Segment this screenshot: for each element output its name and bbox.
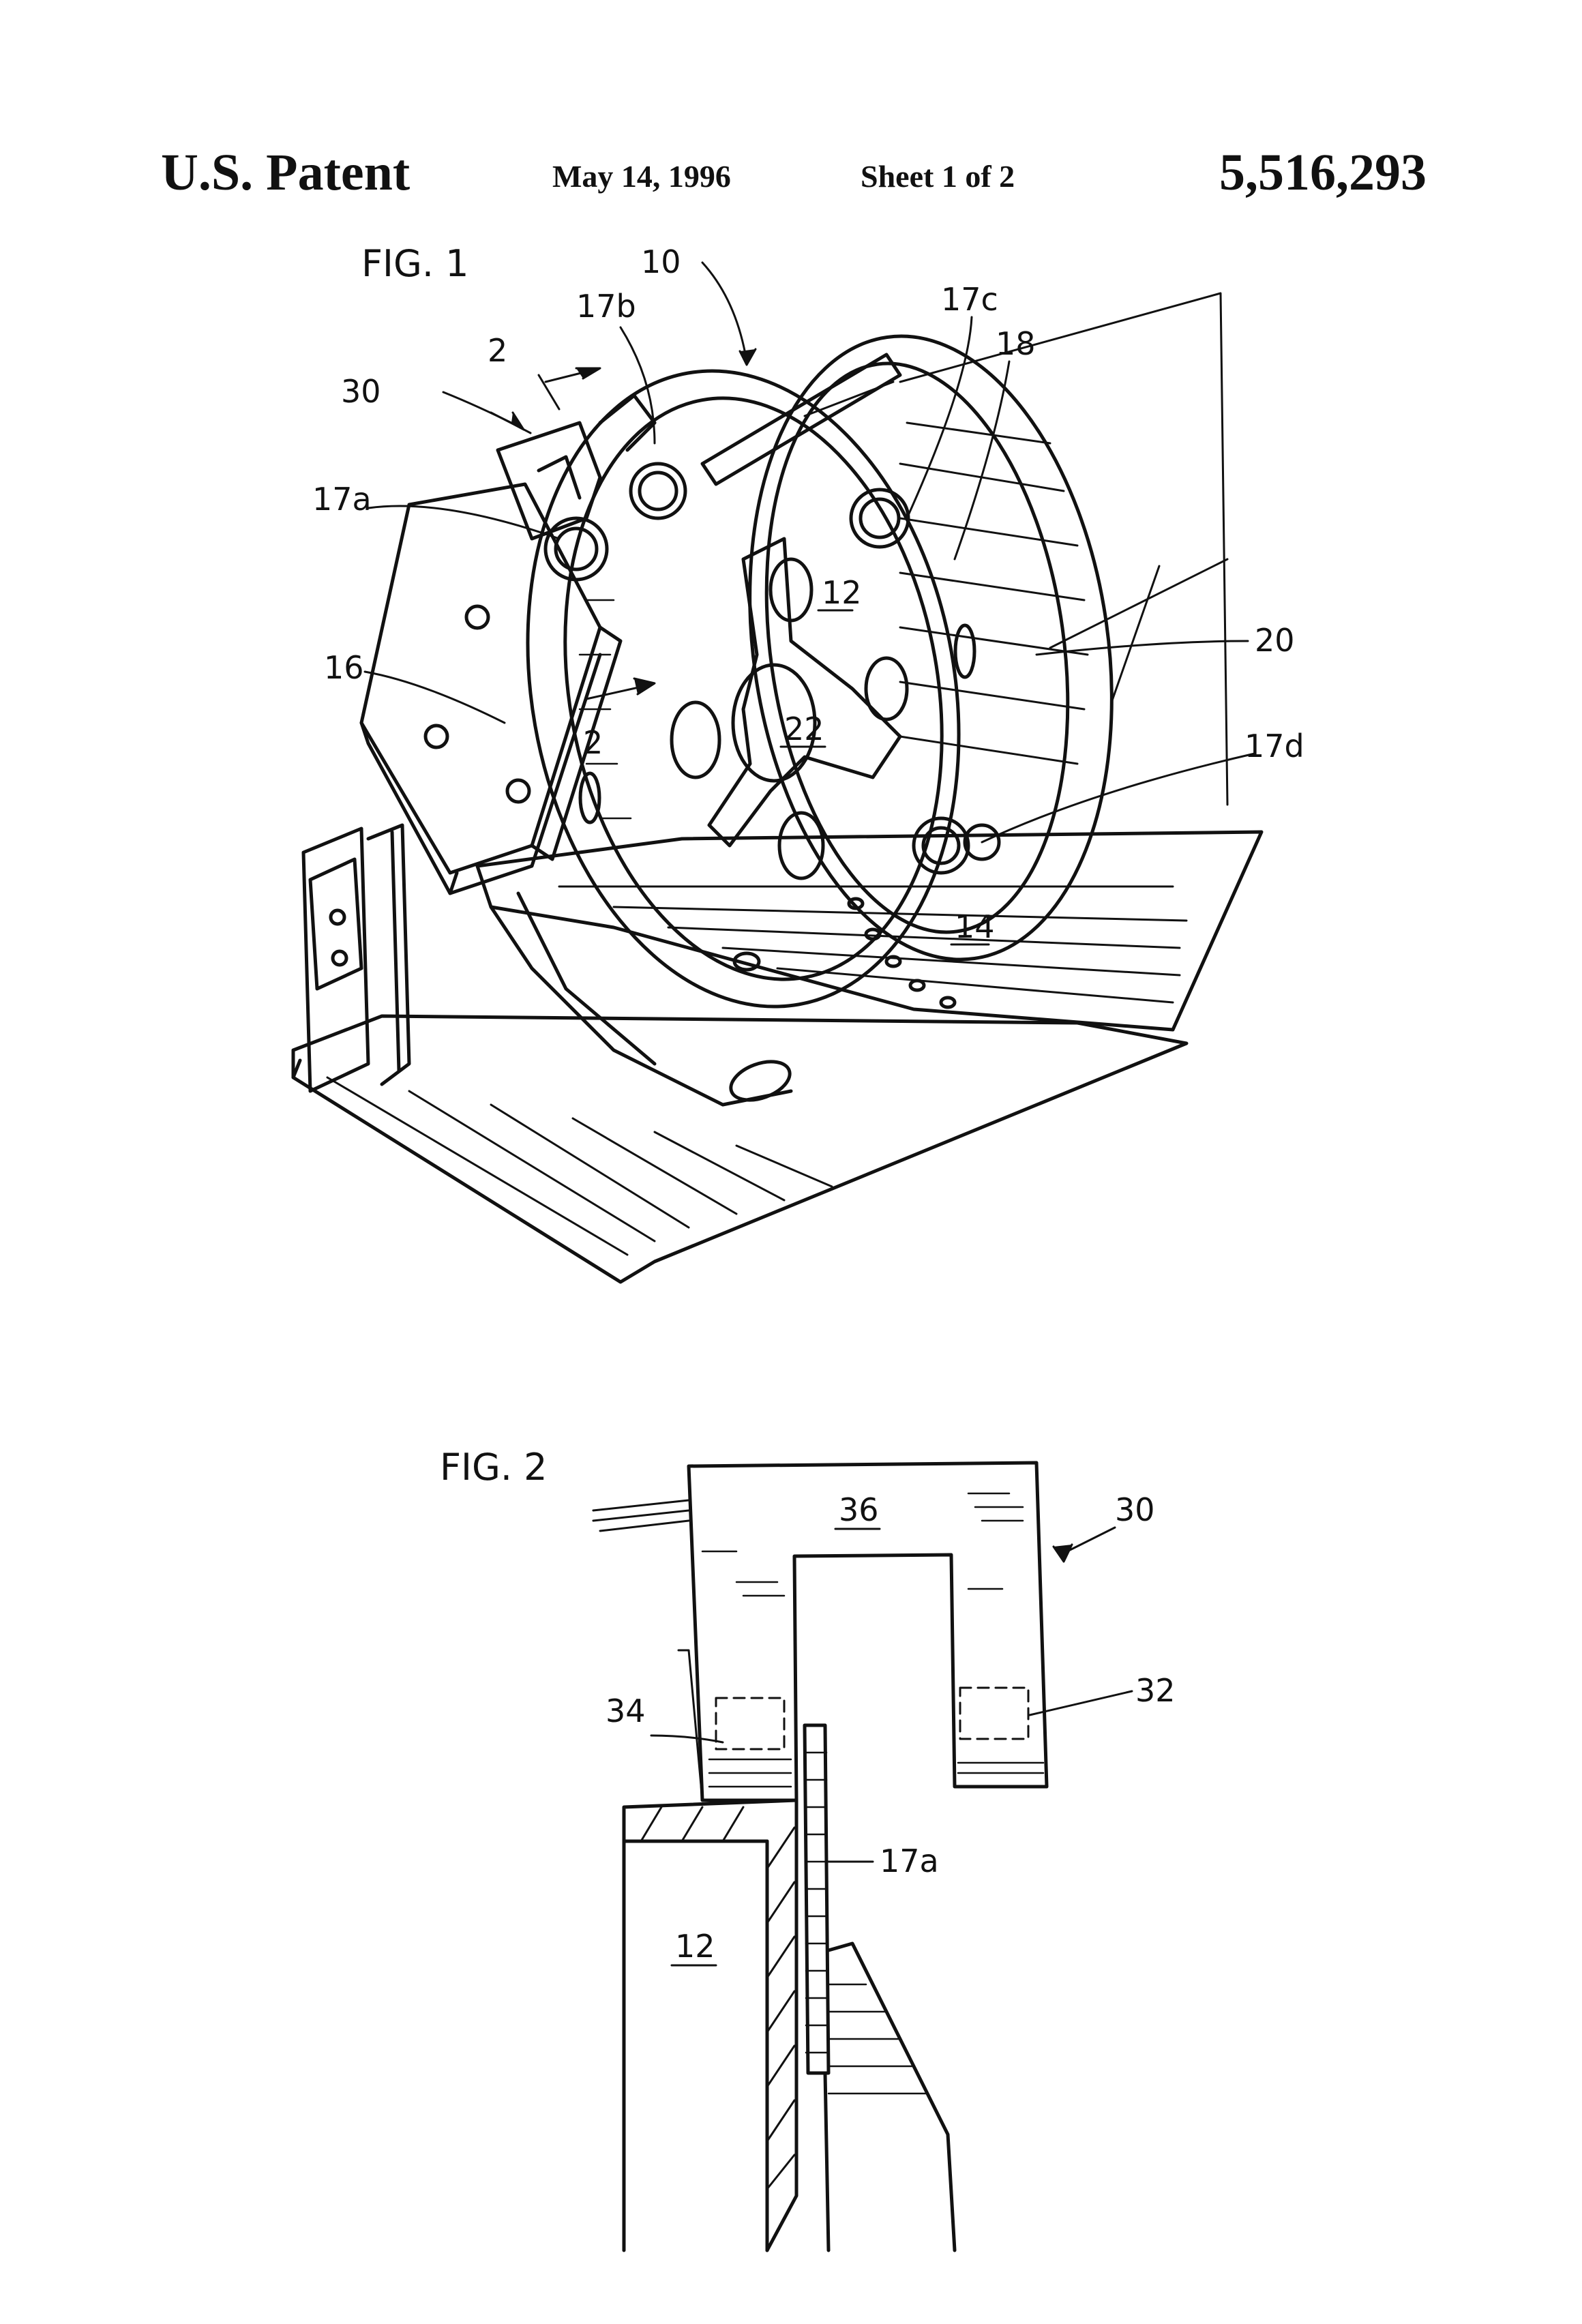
fig1-label-17b: 17b — [576, 288, 636, 325]
fig1-label-18: 18 — [996, 325, 1036, 362]
fig2-label-30: 30 — [1115, 1491, 1155, 1528]
detector-34 — [716, 1698, 784, 1749]
fig2-label-34: 34 — [606, 1693, 646, 1729]
figure-1-drawing: FIG. 1 — [0, 0, 1582, 1364]
rim-wall — [825, 2073, 829, 2250]
fig1-label-12: 12 — [822, 574, 862, 611]
fig2-label-36: 36 — [839, 1491, 879, 1528]
fig1-title: FIG. 1 — [361, 242, 469, 285]
fig1-label-22: 22 — [784, 711, 824, 747]
base-plate — [293, 1016, 1186, 1282]
fig1-label-30: 30 — [341, 373, 381, 410]
coin-17a-edge — [805, 1725, 829, 2073]
fig2-title: FIG. 2 — [440, 1446, 548, 1489]
fig1-label-17d: 17d — [1244, 728, 1304, 764]
wire — [900, 293, 1227, 805]
fig1-label-16: 16 — [324, 649, 364, 686]
fig1-label-17c: 17c — [941, 281, 998, 318]
fig2-label-12: 12 — [675, 1928, 715, 1965]
fig1-label-14: 14 — [955, 908, 995, 945]
fig2-label-17a: 17a — [880, 1843, 939, 1879]
fig2-label-32: 32 — [1135, 1672, 1176, 1709]
fig1-label-2-top: 2 — [488, 332, 507, 369]
figure-2-drawing: FIG. 2 — [0, 1364, 1582, 2319]
fig1-label-20: 20 — [1255, 622, 1295, 659]
fig1-label-10: 10 — [641, 243, 681, 280]
emitter-32 — [960, 1688, 1028, 1739]
rotating-disc — [479, 336, 1007, 1041]
fig1-label-2-mid: 2 — [583, 724, 603, 761]
fig1-label-17a: 17a — [312, 481, 372, 518]
